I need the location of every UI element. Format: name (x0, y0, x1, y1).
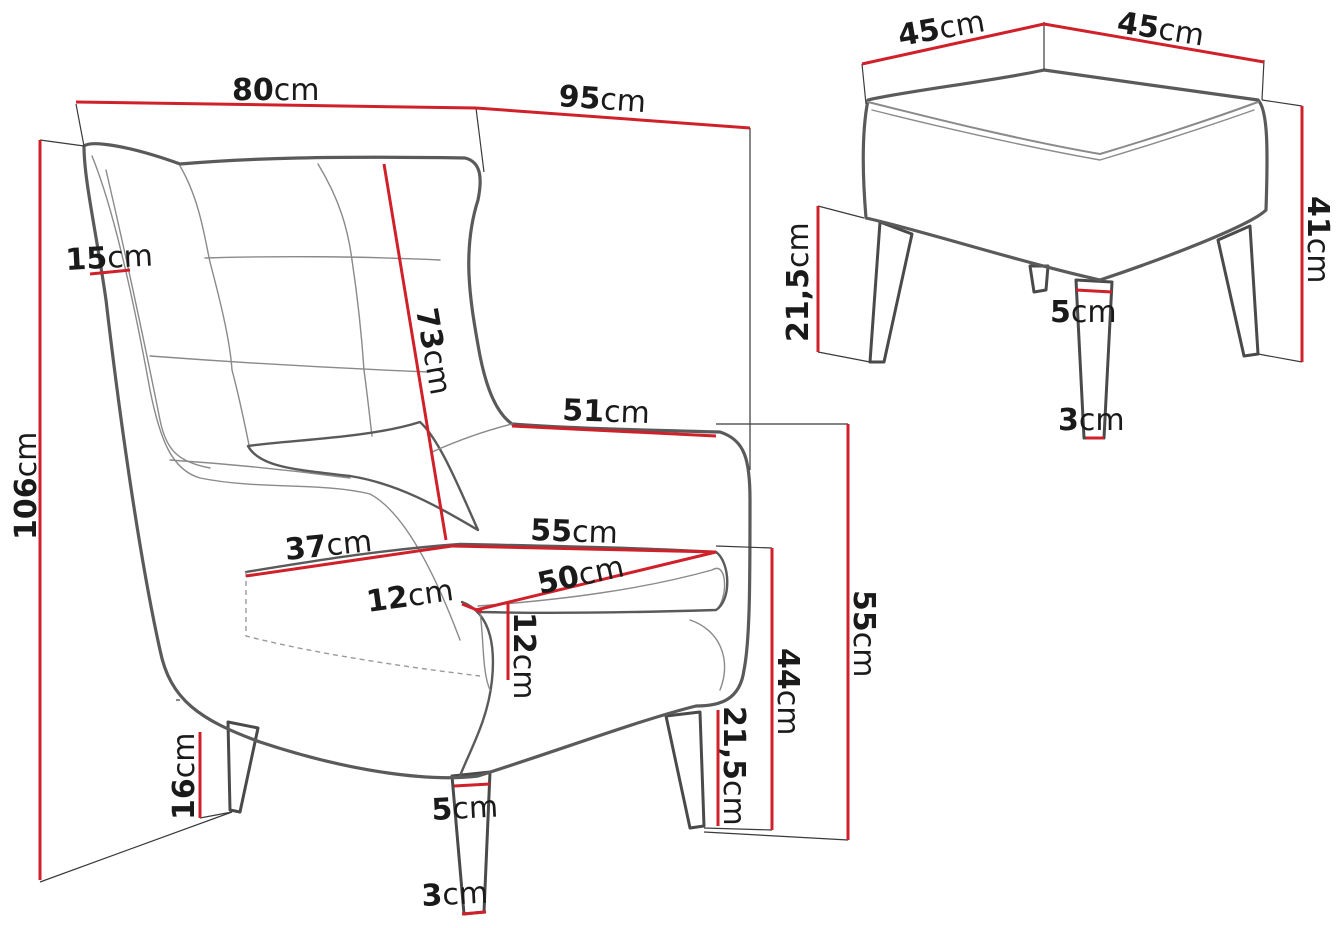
dim-depth-95 (475, 106, 751, 130)
pouf-back-leg (1028, 264, 1050, 294)
pouf-dimension-lines (816, 22, 1304, 440)
dim-leg-top-5 (453, 782, 491, 788)
seat-front-rail (458, 600, 495, 778)
armchair-front-right-leg (664, 710, 706, 830)
label-armrest-width: 12cm (364, 573, 455, 620)
label-cushion-thickness: 12cm (506, 612, 541, 699)
dim-pouf-45-a (861, 22, 1045, 66)
label-leg-top-diameter: 5cm (431, 790, 499, 828)
label-seat-depth-side: 37cm (283, 524, 374, 568)
dim-backrest-73 (382, 163, 448, 541)
label-armchair-depth: 95cm (557, 79, 647, 120)
label-pouf-leg-bottom-diameter: 3cm (1058, 403, 1125, 438)
dim-pouf-45-b (1043, 22, 1265, 64)
pouf-left-leg (868, 220, 914, 364)
label-armrest-height: 55cm (846, 590, 881, 677)
label-pouf-width-a: 45cm (895, 4, 987, 54)
label-seat-width: 50cm (534, 549, 627, 601)
pouf-guides (817, 22, 1303, 363)
dim-seat-37 (245, 544, 453, 578)
armchair-drawing (82, 142, 752, 916)
dim-wing-15 (89, 268, 131, 276)
label-backrest-height: 73cm (408, 305, 458, 397)
label-pouf-height: 41cm (1300, 196, 1335, 283)
pouf-top-edge (867, 101, 1259, 156)
armchair-outer-outline (82, 142, 752, 780)
label-pouf-width-b: 45cm (1115, 5, 1207, 53)
label-armchair-height: 106cm (9, 432, 44, 540)
label-armchair-width: 80cm (232, 73, 319, 108)
dim-seat-50 (475, 550, 717, 612)
dim-armrest-51 (511, 424, 717, 438)
pouf-drawing (861, 68, 1269, 440)
label-pouf-leg-height: 21,5cm (781, 222, 816, 342)
label-pouf-leg-top-diameter: 5cm (1050, 295, 1117, 330)
armchair-dimension-lines (38, 100, 850, 916)
label-leg-bottom-diameter: 3cm (421, 876, 489, 914)
seat-cushion-hidden-edge (245, 572, 481, 677)
dim-leg-bottom-3 (461, 910, 487, 916)
armchair-back-left-leg (226, 720, 260, 814)
armrest-inner-edge (431, 423, 513, 453)
dimension-labels: 80cm 95cm 106cm 15cm 73cm 51cm 37cm 55cm… (9, 4, 1335, 914)
pouf-body (861, 68, 1269, 282)
label-front-leg-height: 21,5cm (716, 706, 751, 826)
label-back-leg-height: 16cm (167, 733, 202, 820)
lumbar-cushion (246, 420, 480, 532)
dim-pouf-leg-top-5 (1075, 288, 1113, 294)
label-armrest-length: 51cm (562, 393, 651, 431)
armchair-guides (39, 103, 849, 883)
label-seat-width-top: 55cm (530, 513, 619, 551)
dim-width-80 (75, 100, 477, 110)
pouf-right-leg (1216, 224, 1260, 358)
backrest-tufting (149, 163, 441, 479)
dim-seat-55 (451, 544, 717, 554)
dim-armrest-width-12 (461, 602, 483, 614)
label-seat-height: 44cm (770, 648, 805, 735)
label-wing-thickness: 15cm (65, 238, 154, 278)
